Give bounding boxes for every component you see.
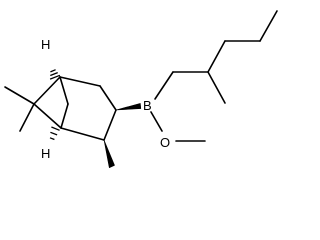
bond-c6-methyl-a [4,86,35,105]
wedge-bond-c4-methyl [103,139,115,168]
bond-c7-c5 [60,103,69,129]
hydrogen-top-label: H [41,37,50,52]
gem-dimethyl [4,86,35,132]
bond-b-ch2 [154,71,174,100]
chemical-structure: H H B O [4,10,278,168]
bond-c1-c7 [59,76,69,105]
bond-c2-c3 [99,85,117,111]
hashed-bond-h-top [49,69,61,80]
oxygen-label: O [160,135,170,150]
bond-c1-c2 [59,76,101,87]
bond-c5-c6 [33,103,62,129]
bond-b-o [150,111,163,132]
hashed-bond-h-bottom [49,126,60,141]
bond-c6-methyl-b [19,103,35,132]
pinane-skeleton [33,76,117,141]
bond-c6-c1 [33,76,61,105]
wedge-bond-c3-boron [115,103,142,111]
boron-label: B [143,98,152,113]
bond-c4-c5 [60,127,105,141]
hydrogen-bottom-label: H [41,146,50,161]
bond-ch2-ch3 [259,10,278,42]
bond-ch-ch2 [207,40,226,73]
bond-ch-methyl [207,71,226,104]
bond-c3-c4 [103,109,117,141]
alkyl-chain [154,10,278,104]
